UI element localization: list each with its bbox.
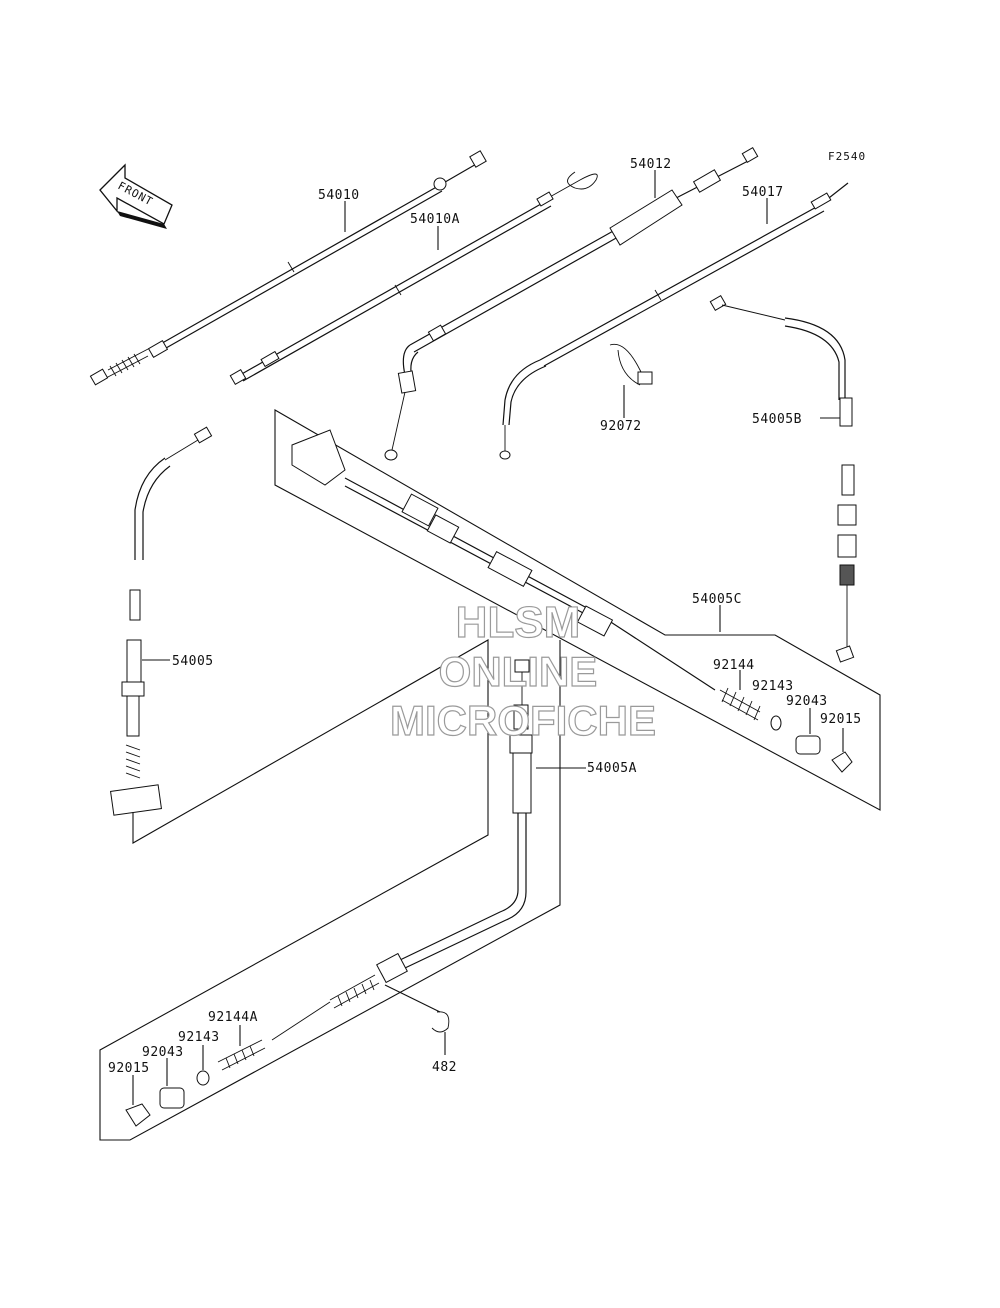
cable-tie-92072 <box>609 343 653 386</box>
watermark-line1: HLSM <box>456 598 581 647</box>
spring-92144A-left <box>217 1039 266 1071</box>
cable-54005C <box>291 429 716 691</box>
label-54010A: 54010A <box>410 212 460 227</box>
label-92144-right: 92144 <box>713 658 755 673</box>
label-482: 482 <box>432 1060 457 1075</box>
watermark: HLSM ONLINE MICROFICHE <box>389 597 656 744</box>
cable-54005A <box>271 659 533 1041</box>
label-54005: 54005 <box>172 654 214 669</box>
nut-92043-left <box>159 1087 185 1109</box>
watermark-line2: ONLINE <box>439 648 598 695</box>
figure-code: F2540 <box>828 150 866 163</box>
cable-54010A <box>229 171 598 386</box>
cable-54017 <box>499 182 849 460</box>
cable-54005 <box>109 426 213 816</box>
label-54005A: 54005A <box>587 761 637 776</box>
label-92015-right: 92015 <box>820 712 862 727</box>
label-54012: 54012 <box>630 157 672 172</box>
label-54005C: 54005C <box>692 592 742 607</box>
frame-54005 <box>99 639 561 1141</box>
cable-54012 <box>384 146 759 461</box>
label-92143-left: 92143 <box>178 1030 220 1045</box>
watermark-line3: MICROFICHE <box>390 697 656 744</box>
label-54010: 54010 <box>318 188 360 203</box>
washer-92143-left <box>196 1070 210 1086</box>
washer-92143-right <box>770 715 782 731</box>
frame-54005C <box>274 409 881 811</box>
label-92043-left: 92043 <box>142 1045 184 1060</box>
nut-92043-right <box>795 735 821 755</box>
label-92072: 92072 <box>600 419 642 434</box>
label-54005B: 54005B <box>752 412 802 427</box>
cable-54010 <box>89 150 487 386</box>
front-arrow-icon: FRONT <box>99 163 173 229</box>
label-92143-right: 92143 <box>752 679 794 694</box>
label-54017: 54017 <box>742 185 784 200</box>
wingnut-92015-left <box>125 1103 151 1127</box>
cable-54005B <box>709 294 857 663</box>
clip-482 <box>384 984 450 1033</box>
label-92015-left: 92015 <box>108 1061 150 1076</box>
wingnut-92015-right <box>831 751 853 773</box>
label-92144A: 92144A <box>208 1010 258 1025</box>
spring-92144-right <box>719 687 761 721</box>
label-92043-right: 92043 <box>786 694 828 709</box>
